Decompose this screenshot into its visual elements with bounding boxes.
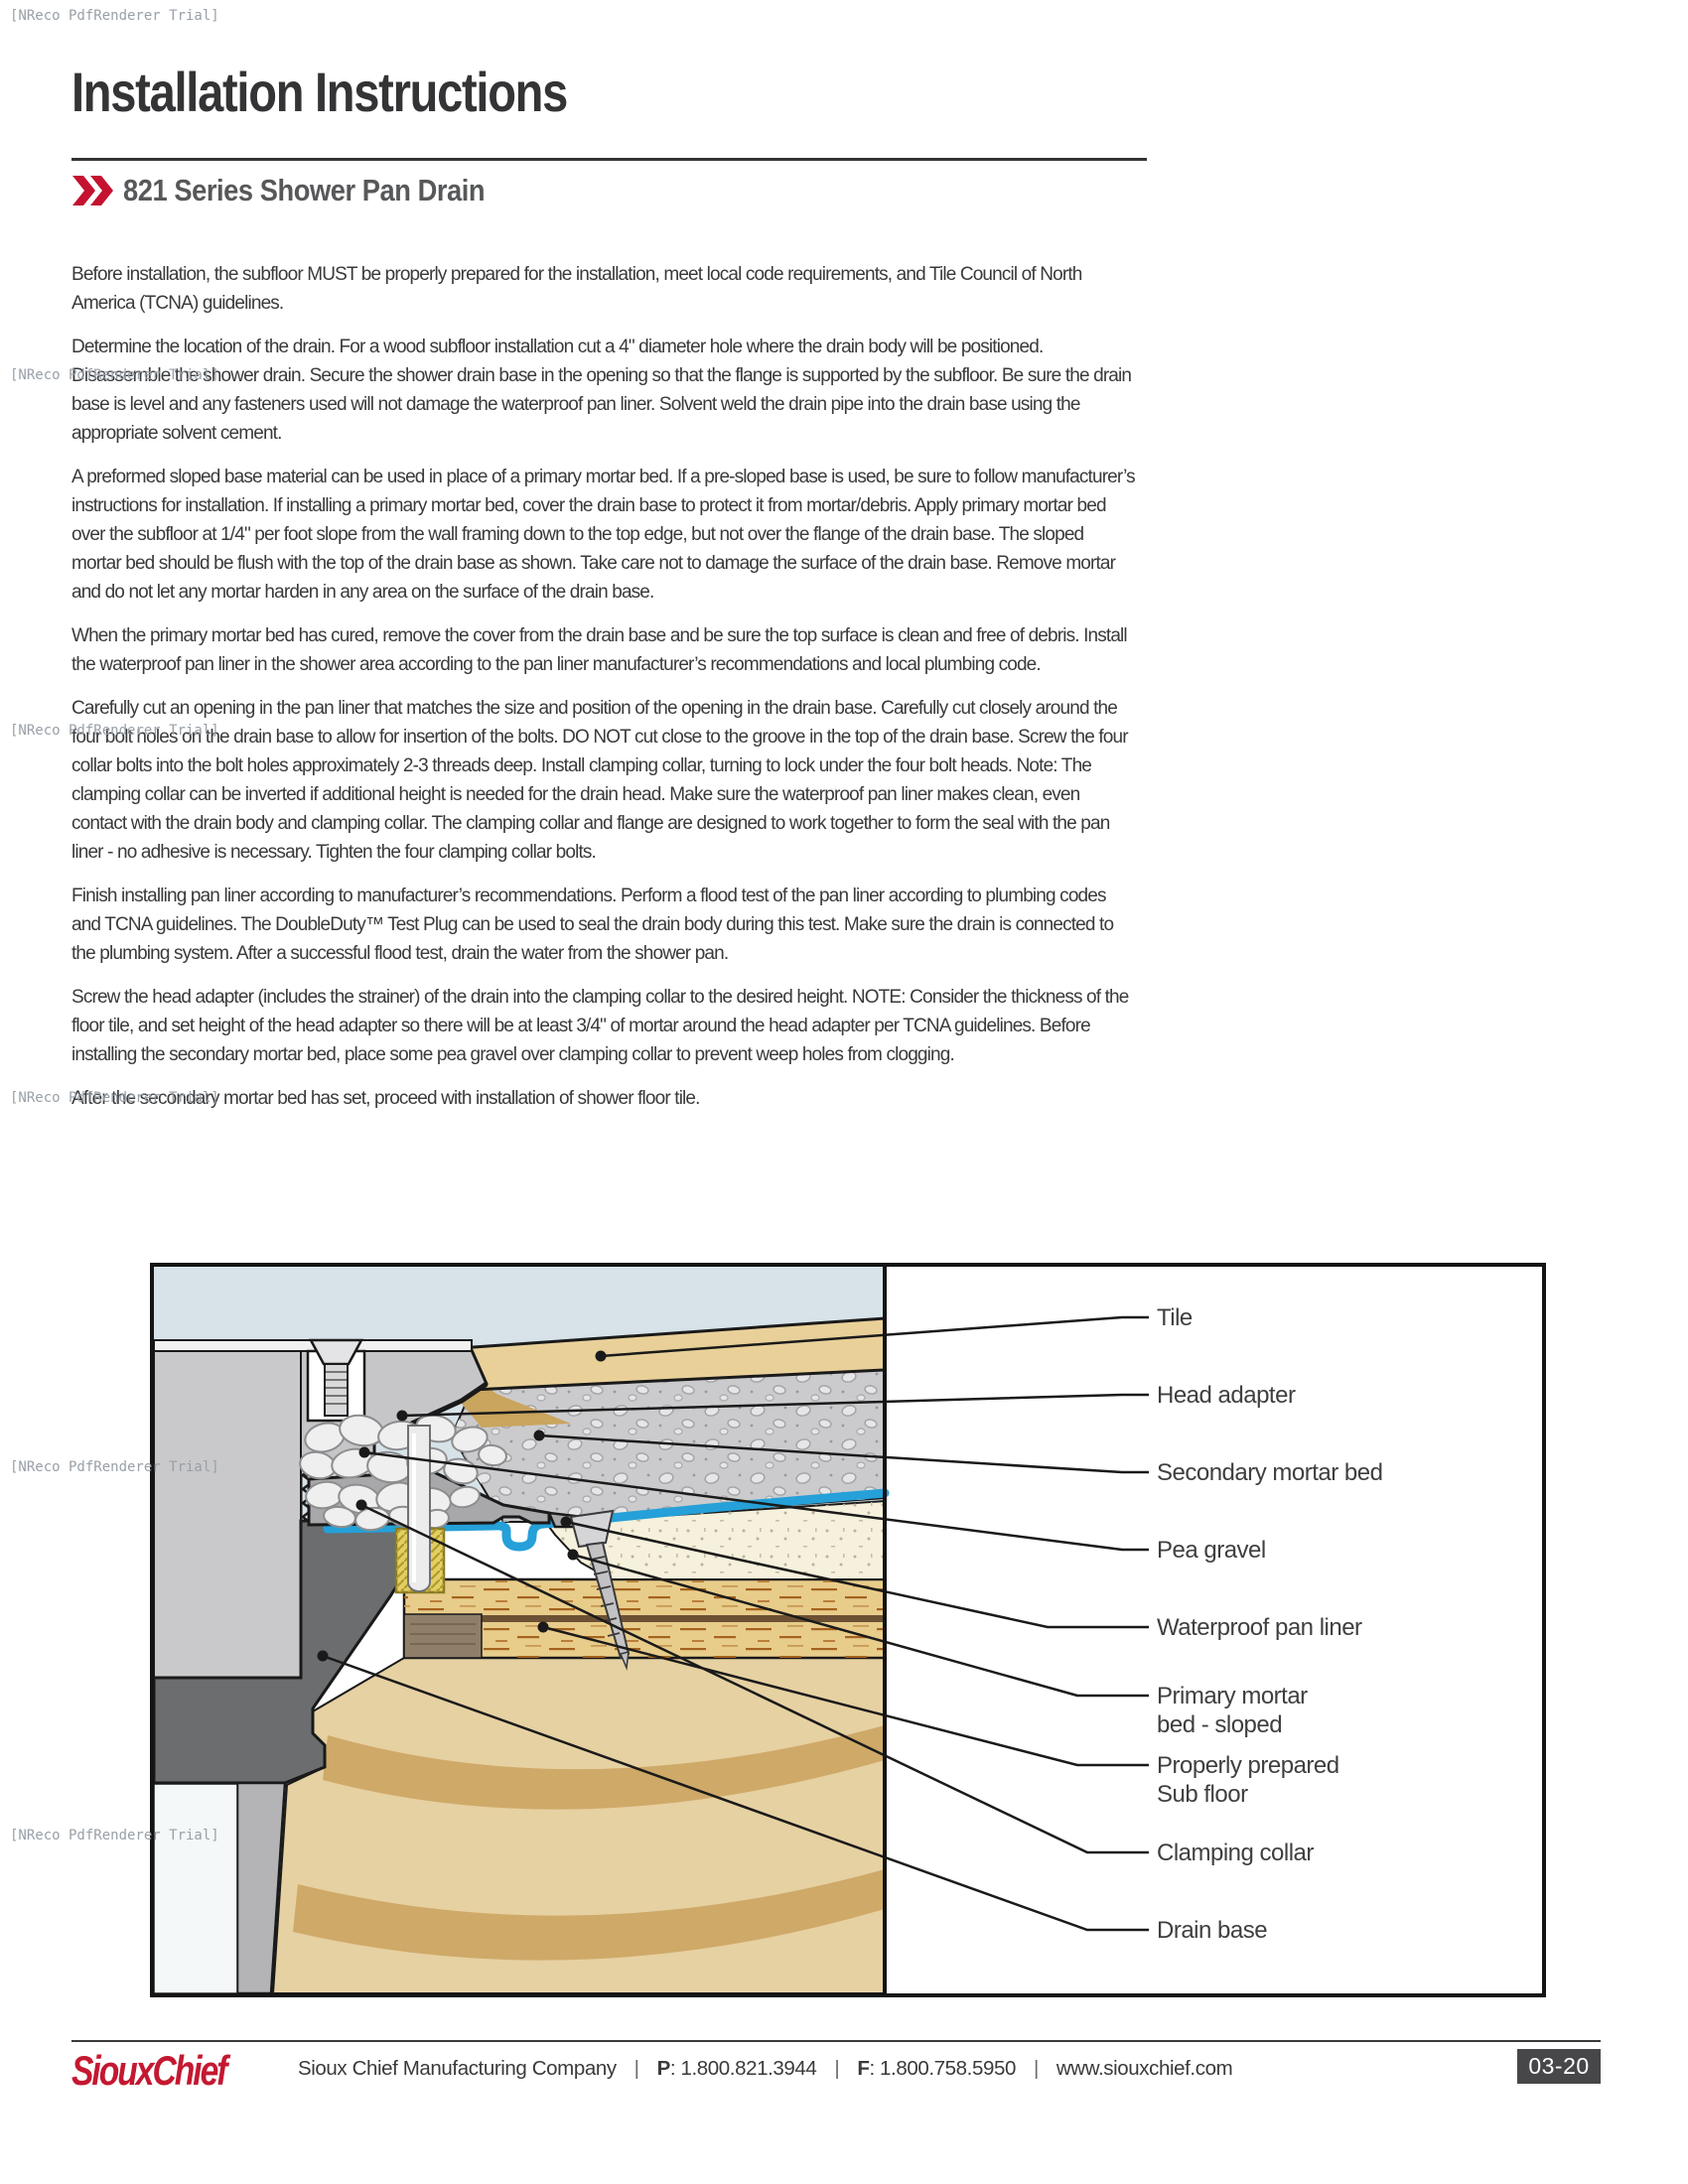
footer-divider: | bbox=[834, 2057, 840, 2080]
footer-fax-label: F bbox=[857, 2057, 870, 2080]
diagram-label-drain-base: Drain base bbox=[1157, 1917, 1268, 1944]
footer-website: www.siouxchief.com bbox=[1055, 2057, 1233, 2080]
footer-rule bbox=[71, 2040, 1601, 2042]
thinset-wedge bbox=[447, 1361, 571, 1428]
paragraph: A preformed sloped base material can be … bbox=[71, 467, 1136, 603]
primary-mortar-layer bbox=[547, 1499, 886, 1580]
diagram-label-pan-liner: Waterproof pan liner bbox=[1157, 1614, 1362, 1641]
watermark-text: [NReco PdfRenderer Trial] bbox=[10, 1828, 219, 1843]
leader-lines bbox=[322, 1315, 1149, 1932]
pan-liner-line bbox=[323, 1488, 890, 1552]
watermark-text: [NReco PdfRenderer Trial] bbox=[10, 8, 219, 24]
footer-phone-label: P bbox=[656, 2057, 671, 2080]
cross-section-diagram: Tile Head adapter Secondary mortar bed P… bbox=[150, 1263, 1546, 1997]
watermark-text: [NReco PdfRenderer Trial] bbox=[10, 1090, 219, 1106]
diagram-label-head-adapter: Head adapter bbox=[1157, 1382, 1296, 1409]
paragraph: Screw the head adapter (includes the str… bbox=[71, 987, 1129, 1065]
double-chevron-icon bbox=[71, 175, 113, 206]
footer-contact-line: Sioux Chief Manufacturing Company|P: 1.8… bbox=[298, 2057, 1233, 2081]
drain-cross-section-illustration bbox=[154, 1267, 1149, 1993]
footer-divider: | bbox=[1033, 2057, 1039, 2080]
subtitle-row: 821 Series Shower Pan Drain bbox=[71, 171, 534, 210]
bolt-shaft bbox=[407, 1425, 431, 1592]
paragraph: Before installation, the subfloor MUST b… bbox=[71, 264, 1082, 314]
diagram-label-primary-mortar: Primary mortar bed - sloped bbox=[1157, 1682, 1308, 1739]
footer-divider: | bbox=[633, 2057, 639, 2080]
paragraph: When the primary mortar bed has cured, r… bbox=[71, 625, 1128, 675]
diagram-label-pea-gravel: Pea gravel bbox=[1157, 1537, 1266, 1564]
strainer-screw-shaft bbox=[324, 1363, 349, 1417]
barrel-wall bbox=[154, 1349, 302, 1679]
paragraph: After the secondary mortar bed has set, … bbox=[71, 1088, 700, 1109]
watermark-text: [NReco PdfRenderer Trial] bbox=[10, 1459, 219, 1475]
pipe-interior bbox=[154, 1783, 238, 1993]
label-line: Sub floor bbox=[1157, 1781, 1248, 1808]
drain-base-assembly bbox=[154, 1519, 440, 1993]
footer-fax: : 1.800.758.5950 bbox=[869, 2057, 1016, 2080]
leader-dots bbox=[317, 1350, 607, 1662]
paragraph: Finish installing pan liner according to… bbox=[71, 886, 1114, 964]
sioux-chief-logo: SiouxChief bbox=[71, 2047, 227, 2094]
footer-company: Sioux Chief Manufacturing Company bbox=[298, 2057, 617, 2080]
diagram-label-clamping-collar: Clamping collar bbox=[1157, 1840, 1314, 1866]
label-line: Properly prepared bbox=[1157, 1752, 1339, 1779]
diagram-label-tile: Tile bbox=[1157, 1304, 1193, 1331]
secondary-mortar-layer bbox=[450, 1368, 886, 1523]
title-rule bbox=[71, 158, 1147, 161]
series-subtitle: 821 Series Shower Pan Drain bbox=[123, 173, 486, 207]
diagram-label-secondary-mortar: Secondary mortar bed bbox=[1157, 1459, 1383, 1486]
page-title: Installation Instructions bbox=[71, 61, 568, 123]
paragraph: Carefully cut an opening in the pan line… bbox=[71, 698, 1129, 863]
wood-subfloor-layer bbox=[402, 1577, 887, 1660]
diagram-label-subfloor: Properly prepared Sub floor bbox=[1157, 1751, 1339, 1809]
label-line: bed - sloped bbox=[1157, 1711, 1283, 1738]
watermark-text: [NReco PdfRenderer Trial] bbox=[10, 723, 219, 739]
paragraph: Determine the location of the drain. For… bbox=[71, 337, 1132, 444]
instructions-body: Before installation, the subfloor MUST b… bbox=[71, 260, 1136, 1128]
page-code-badge: 03-20 bbox=[1517, 2049, 1601, 2084]
footer-phone: : 1.800.821.3944 bbox=[669, 2057, 817, 2080]
label-line: Primary mortar bbox=[1157, 1683, 1308, 1709]
watermark-text: [NReco PdfRenderer Trial] bbox=[10, 367, 219, 383]
